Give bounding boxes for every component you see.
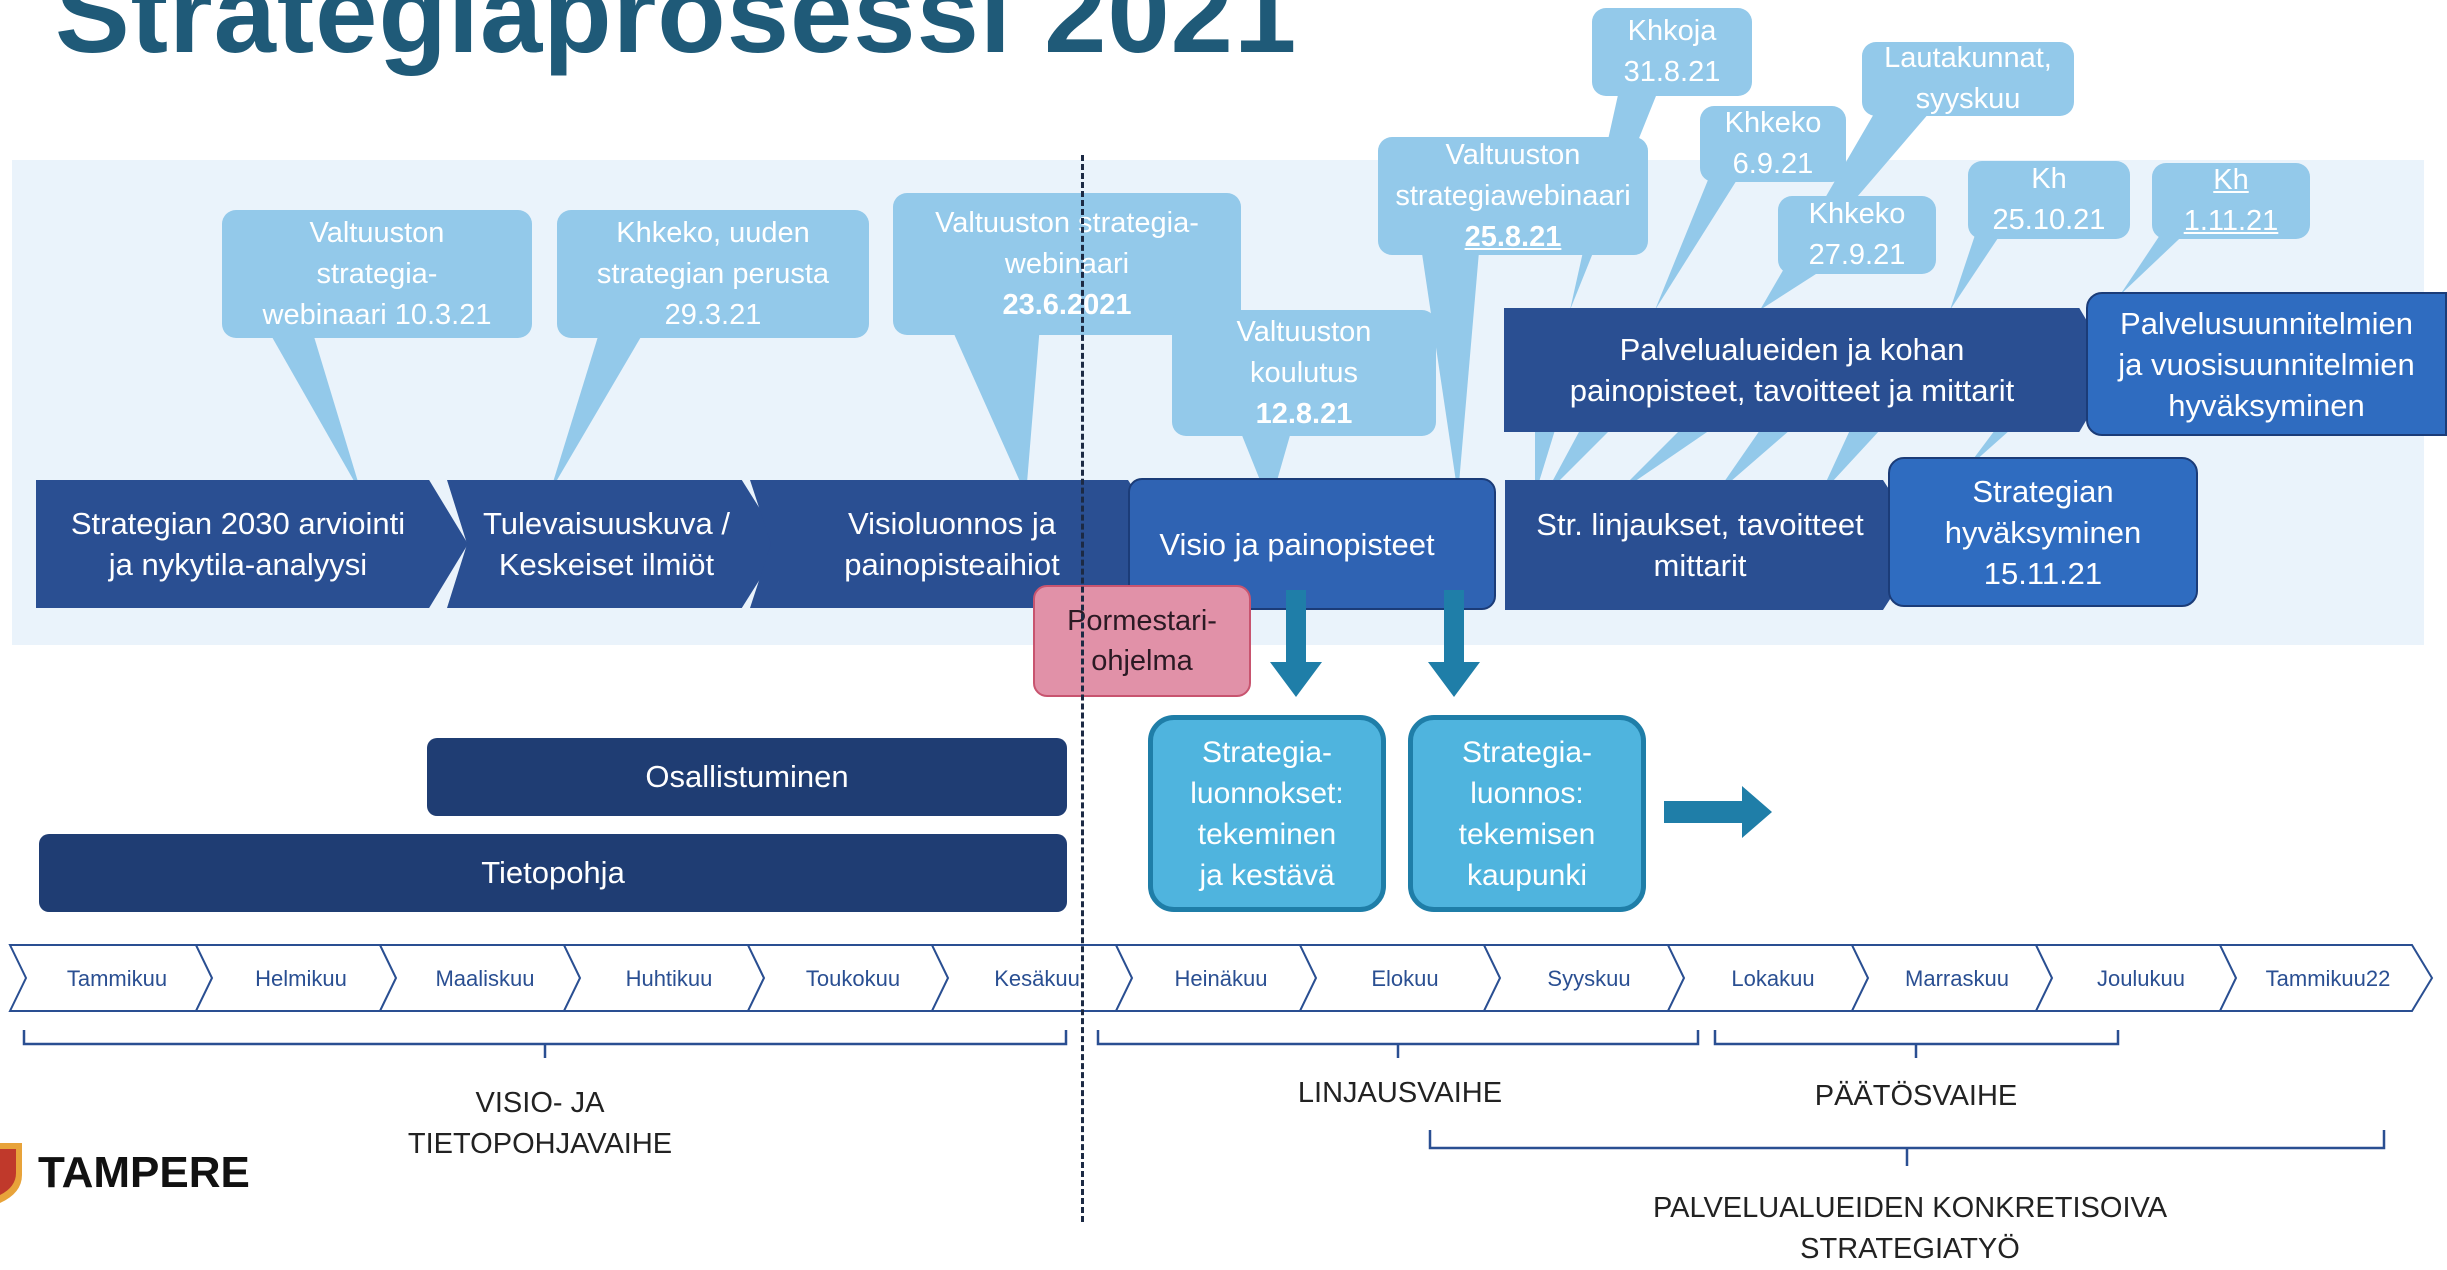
callout-khkeko-29-3-label: Khkeko, uuden strategian perusta 29.3.21: [596, 216, 830, 331]
step-hyvaksyminen: Strategian hyväksyminen 15.11.21: [1888, 457, 2198, 607]
phase-visio-tietopohja: VISIO- JA TIETOPOHJAVAIHE: [340, 1083, 740, 1165]
step-palvelusuunnitelmat-label: Palvelusuunnitelmien ja vuosisuunnitelmi…: [2118, 305, 2415, 423]
callout-lautakunnat-label: Lautakunnat, syyskuu: [1884, 42, 2052, 115]
step-hyvaksyminen-label: Strategian hyväksyminen 15.11.21: [1944, 473, 2142, 591]
callout-webinaari-25-8-label: Valtuuston strategiawebinaari: [1395, 138, 1631, 212]
phase-palvelualueet: PALVELUALUEIDEN KONKRETISOIVA STRATEGIAT…: [1652, 1192, 2168, 1265]
draft-tekemisen-kaupunki-label: Strategia- luonnos: tekemisen kaupunki: [1458, 735, 1596, 892]
callout-koulutus-12-8-date: 12.8.21: [1255, 397, 1353, 430]
month-chevrons: [8, 944, 2434, 1012]
callout-lautakunnat: Lautakunnat, syyskuu: [1862, 42, 2074, 116]
bar-tietopohja: Tietopohja: [39, 834, 1067, 912]
draft-tekeminen-kestava-label: Strategia- luonnokset: tekeminen ja kest…: [1190, 735, 1344, 892]
draft-tekeminen-kestava: Strategia- luonnokset: tekeminen ja kest…: [1148, 715, 1386, 912]
bracket-palvelualueet: [1428, 1130, 2386, 1166]
step-visioluonnos-label: Visioluonnos ja painopisteaihiot: [844, 506, 1060, 582]
step-tulevaisuuskuva: Tulevaisuuskuva / Keskeiset ilmiöt: [447, 480, 782, 608]
callout-kh-1-11-label: Kh 1.11.21: [2183, 164, 2279, 237]
bracket-linjaus: [1096, 1030, 1700, 1058]
callout-kh-25-10: Kh 25.10.21: [1968, 161, 2130, 239]
step-arviointi-label: Strategian 2030 arviointi ja nykytila-an…: [70, 506, 406, 582]
step-visio-painopisteet-label: Visio ja painopisteet: [1159, 526, 1435, 562]
down-arrow-1: [1270, 590, 1322, 697]
callout-khkeko-6-9-label: Khkeko 6.9.21: [1724, 107, 1822, 180]
callout-webinaari-23-6-date: 23.6.2021: [1002, 288, 1132, 321]
bracket-paatos: [1713, 1030, 2120, 1058]
callout-webinaari-25-8-date: 25.8.21: [1464, 220, 1562, 253]
flow-arrows: [1270, 590, 1772, 838]
month-huhtikuu: Huhtikuu: [625, 966, 713, 991]
callout-khkeko-6-9: Khkeko 6.9.21: [1700, 106, 1846, 182]
step-tulevaisuuskuva-label: Tulevaisuuskuva / Keskeiset ilmiöt: [483, 506, 730, 582]
today-divider: [1081, 155, 1084, 1222]
month-helmikuu: Helmikuu: [255, 966, 347, 991]
month-joulukuu: Joulukuu: [2096, 966, 2186, 991]
callout-webinaari-25-8: Valtuuston strategiawebinaari 25.8.21: [1378, 137, 1648, 255]
callout-khkeko-27-9-label: Khkeko 27.9.21: [1808, 198, 1906, 271]
month-heinakuu: Heinäkuu: [1174, 966, 1268, 991]
month-elokuu: Elokuu: [1371, 966, 1439, 991]
step-palvelualueet-label: Palvelualueiden ja kohan painopisteet, t…: [1569, 332, 2015, 408]
phase-paatosvaihe: PÄÄTÖSVAIHE: [1814, 1080, 2018, 1112]
month-kesakuu: Kesäkuu: [994, 966, 1080, 991]
step-linjaukset-label: Str. linjaukset, tavoitteet mittarit: [1536, 507, 1864, 583]
step-linjaukset: Str. linjaukset, tavoitteet mittarit: [1505, 480, 1925, 610]
page-title: Strategiaprosessi 2021: [55, 0, 1298, 76]
phase-brackets: [22, 1030, 2386, 1166]
callout-kh-1-11: Kh 1.11.21: [2152, 163, 2310, 239]
callout-kh-25-10-label: Kh 25.10.21: [1992, 163, 2106, 236]
callout-webinaari-10-3: Valtuuston strategia- webinaari 10.3.21: [222, 210, 532, 338]
callout-khkoja-31-8: Khkoja 31.8.21: [1592, 8, 1752, 96]
tampere-logo: TAMPERE: [38, 1148, 250, 1197]
step-palvelusuunnitelmat: Palvelusuunnitelmien ja vuosisuunnitelmi…: [2086, 292, 2447, 436]
month-tammikuu: Tammikuu: [66, 966, 168, 991]
pormestari-ohjelma: Pormestari- ohjelma: [1033, 585, 1251, 697]
tampere-crest-icon: [0, 1143, 22, 1203]
bar-osallistuminen: Osallistuminen: [427, 738, 1067, 816]
draft-tekemisen-kaupunki: Strategia- luonnos: tekemisen kaupunki: [1408, 715, 1646, 912]
right-arrow: [1664, 786, 1772, 838]
month-lokakuu: Lokakuu: [1731, 966, 1815, 991]
callout-webinaari-10-3-label: Valtuuston strategia- webinaari 10.3.21: [262, 216, 492, 331]
month-maaliskuu: Maaliskuu: [435, 966, 535, 991]
month-tammikuu22: Tammikuu22: [2265, 966, 2391, 991]
phase-linjausvaihe: LINJAUSVAIHE: [1297, 1077, 1503, 1109]
down-arrow-2: [1428, 590, 1480, 697]
callout-koulutus-12-8: Valtuuston koulutus 12.8.21: [1172, 310, 1436, 436]
pormestari-ohjelma-label: Pormestari- ohjelma: [1067, 605, 1217, 677]
callout-khkeko-27-9: Khkeko 27.9.21: [1778, 196, 1936, 274]
callout-khkeko-29-3: Khkeko, uuden strategian perusta 29.3.21: [557, 210, 869, 338]
phase-visio-tietopohja-label: VISIO- JA TIETOPOHJAVAIHE: [407, 1087, 673, 1160]
bar-osallistuminen-label: Osallistuminen: [645, 759, 849, 794]
callout-khkoja-31-8-label: Khkoja 31.8.21: [1623, 15, 1721, 88]
month-marraskuu: Marraskuu: [1905, 966, 2009, 991]
bracket-visio: [22, 1030, 1068, 1058]
bar-tietopohja-label: Tietopohja: [481, 855, 625, 890]
step-palvelualueet: Palvelualueiden ja kohan painopisteet, t…: [1504, 308, 2116, 432]
callout-webinaari-23-6-label: Valtuuston strategia- webinaari: [935, 206, 1199, 280]
callout-koulutus-12-8-label: Valtuuston koulutus: [1236, 315, 1372, 389]
step-arviointi: Strategian 2030 arviointi ja nykytila-an…: [36, 480, 468, 608]
month-toukokuu: Toukokuu: [805, 966, 901, 991]
month-syyskuu: Syyskuu: [1547, 966, 1631, 991]
